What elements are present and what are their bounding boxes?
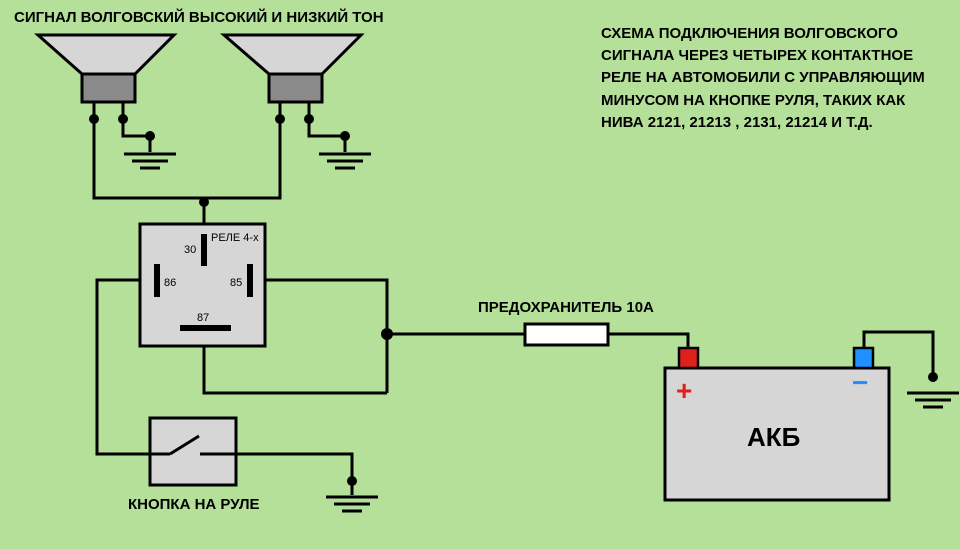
horn-bell (219, 33, 365, 76)
ground-symbols (124, 152, 959, 513)
ground-horn1-icon (124, 152, 176, 170)
pin-85-label: 85 (230, 277, 242, 289)
horn-title: СИГНАЛ ВОЛГОВСКИЙ ВЫСОКИЙ И НИЗКИЙ ТОН (14, 8, 384, 26)
pin-87-label: 87 (197, 312, 209, 324)
description-line: СХЕМА ПОДКЛЮЧЕНИЯ ВОЛГОВСКОГО (601, 25, 898, 42)
horn-bell (34, 33, 178, 76)
fuse-label: ПРЕДОХРАНИТЕЛЬ 10А (478, 299, 654, 316)
junction-dot (304, 114, 314, 124)
junction-dot (199, 197, 209, 207)
junction-dot (381, 328, 393, 340)
button-body (148, 416, 238, 487)
horn-magnet (80, 72, 137, 104)
wire-horn1-ground (121, 102, 152, 152)
junction-dot (347, 476, 357, 486)
ground-battery-icon (907, 391, 959, 409)
horn-high-tone (219, 33, 365, 104)
relay-pin-86 (154, 264, 160, 297)
relay-pin-85 (247, 264, 253, 297)
minus-sign: − (852, 367, 868, 398)
battery-body (663, 366, 891, 502)
wire-relay85-junction (250, 278, 389, 393)
relay-4-pin (138, 222, 267, 348)
battery-terminal-negative (852, 346, 875, 370)
pin-86-label: 86 (164, 277, 176, 289)
button-label: КНОПКА НА РУЛЕ (128, 496, 260, 513)
battery-terminal-positive (677, 346, 700, 370)
wire-relay86-button (95, 278, 157, 456)
steering-button (148, 416, 238, 487)
battery-label: АКБ (747, 422, 800, 452)
junction-dot (340, 131, 350, 141)
junction-dot (928, 372, 938, 382)
wires (92, 102, 935, 495)
horn-magnet (267, 72, 324, 104)
junction-dot (89, 114, 99, 124)
description-line: НИВА 2121, 21213 , 2131, 21214 И Т.Д. (601, 114, 873, 131)
wire-fuse-battery-plus (608, 332, 690, 348)
relay-pin-30 (201, 234, 207, 266)
junction-dots (89, 114, 938, 486)
junction-dot (275, 114, 285, 124)
battery (663, 346, 891, 502)
horn-low-tone (34, 33, 178, 104)
button-contact-lever (169, 434, 200, 456)
description-line: РЕЛЕ НА АВТОМОБИЛИ С УПРАВЛЯЮЩИМ (601, 69, 925, 86)
ground-horn2-icon (319, 152, 371, 170)
junction-dot (145, 131, 155, 141)
description-block: СХЕМА ПОДКЛЮЧЕНИЯ ВОЛГОВСКОГО СИГНАЛА ЧЕ… (601, 25, 925, 131)
relay-pin-87 (180, 325, 231, 331)
pin-30-label: 30 (184, 244, 196, 256)
plus-sign: + (676, 375, 692, 406)
relay-label: РЕЛЕ 4-х (211, 232, 259, 244)
wire-relay87-loop (202, 330, 387, 395)
ground-button-icon (326, 495, 378, 513)
description-line: СИГНАЛА ЧЕРЕЗ ЧЕТЫРЕХ КОНТАКТНОЕ (601, 47, 913, 64)
wire-battery-minus-ground (862, 330, 935, 380)
fuse-10a (523, 322, 610, 347)
wire-horn1-bus (92, 102, 282, 200)
description-line: МИНУСОМ НА КНОПКЕ РУЛЯ, ТАКИХ КАК (601, 92, 906, 109)
wire-button-ground (236, 452, 354, 495)
wire-horn2-ground (307, 102, 347, 152)
junction-dot (118, 114, 128, 124)
